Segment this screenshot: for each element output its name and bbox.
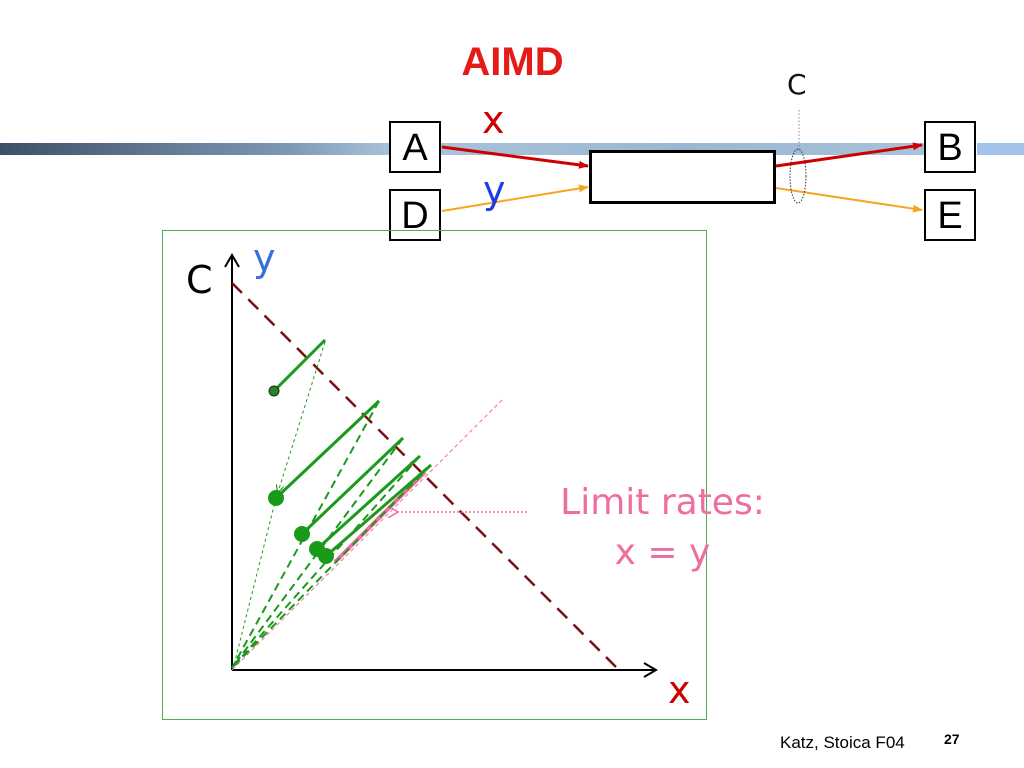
increase-path-5 (325, 463, 432, 558)
decrease-path-4 (231, 455, 421, 669)
flow-y-label: y (483, 168, 506, 212)
increase-path-2 (274, 399, 381, 500)
flow-x-label: x (482, 98, 505, 142)
header-bar-middle (441, 143, 924, 155)
header-bar-right (977, 143, 1024, 155)
limit-rates-line1: Limit rates: (560, 482, 765, 523)
capacity-label-top: C (787, 68, 807, 101)
page-number: 27 (944, 731, 960, 747)
bottleneck-link-box (589, 150, 776, 204)
node-e: E (924, 189, 976, 241)
limit-rates-line2: x = y (614, 532, 711, 573)
node-a: A (389, 121, 441, 173)
header-bar-left (0, 143, 390, 155)
operating-point-1 (268, 490, 284, 506)
plot-x-axis-label: x (668, 668, 691, 712)
plot-y-axis-label: y (253, 236, 276, 280)
operating-point-4 (318, 548, 334, 564)
flow-y-out-arrow (775, 187, 923, 213)
limit-rates-annotation: Limit rates: x = y (535, 478, 790, 578)
flow-x-out-arrow (775, 142, 923, 168)
operating-point-2 (294, 526, 310, 542)
increase-path-3 (300, 436, 405, 536)
fairness-line (231, 398, 504, 671)
increase-path-1 (272, 338, 327, 393)
footer-credit: Katz, Stoica F04 (780, 733, 905, 752)
plot-frame (162, 230, 707, 720)
capacity-ellipse (789, 148, 807, 204)
node-b: B (924, 121, 976, 173)
increase-path-4 (315, 454, 422, 551)
decrease-guide-1 (233, 497, 277, 666)
flow-y-in-arrow (441, 184, 589, 212)
decrease-path-5 (231, 464, 432, 669)
decrease-path-1 (278, 341, 326, 492)
start-point (268, 385, 280, 397)
flow-x-in-arrow (441, 145, 589, 169)
decrease-path-2 (231, 400, 380, 669)
node-d: D (389, 189, 441, 241)
plot-capacity-label: C (186, 258, 213, 302)
slide-title: AIMD (461, 40, 564, 84)
